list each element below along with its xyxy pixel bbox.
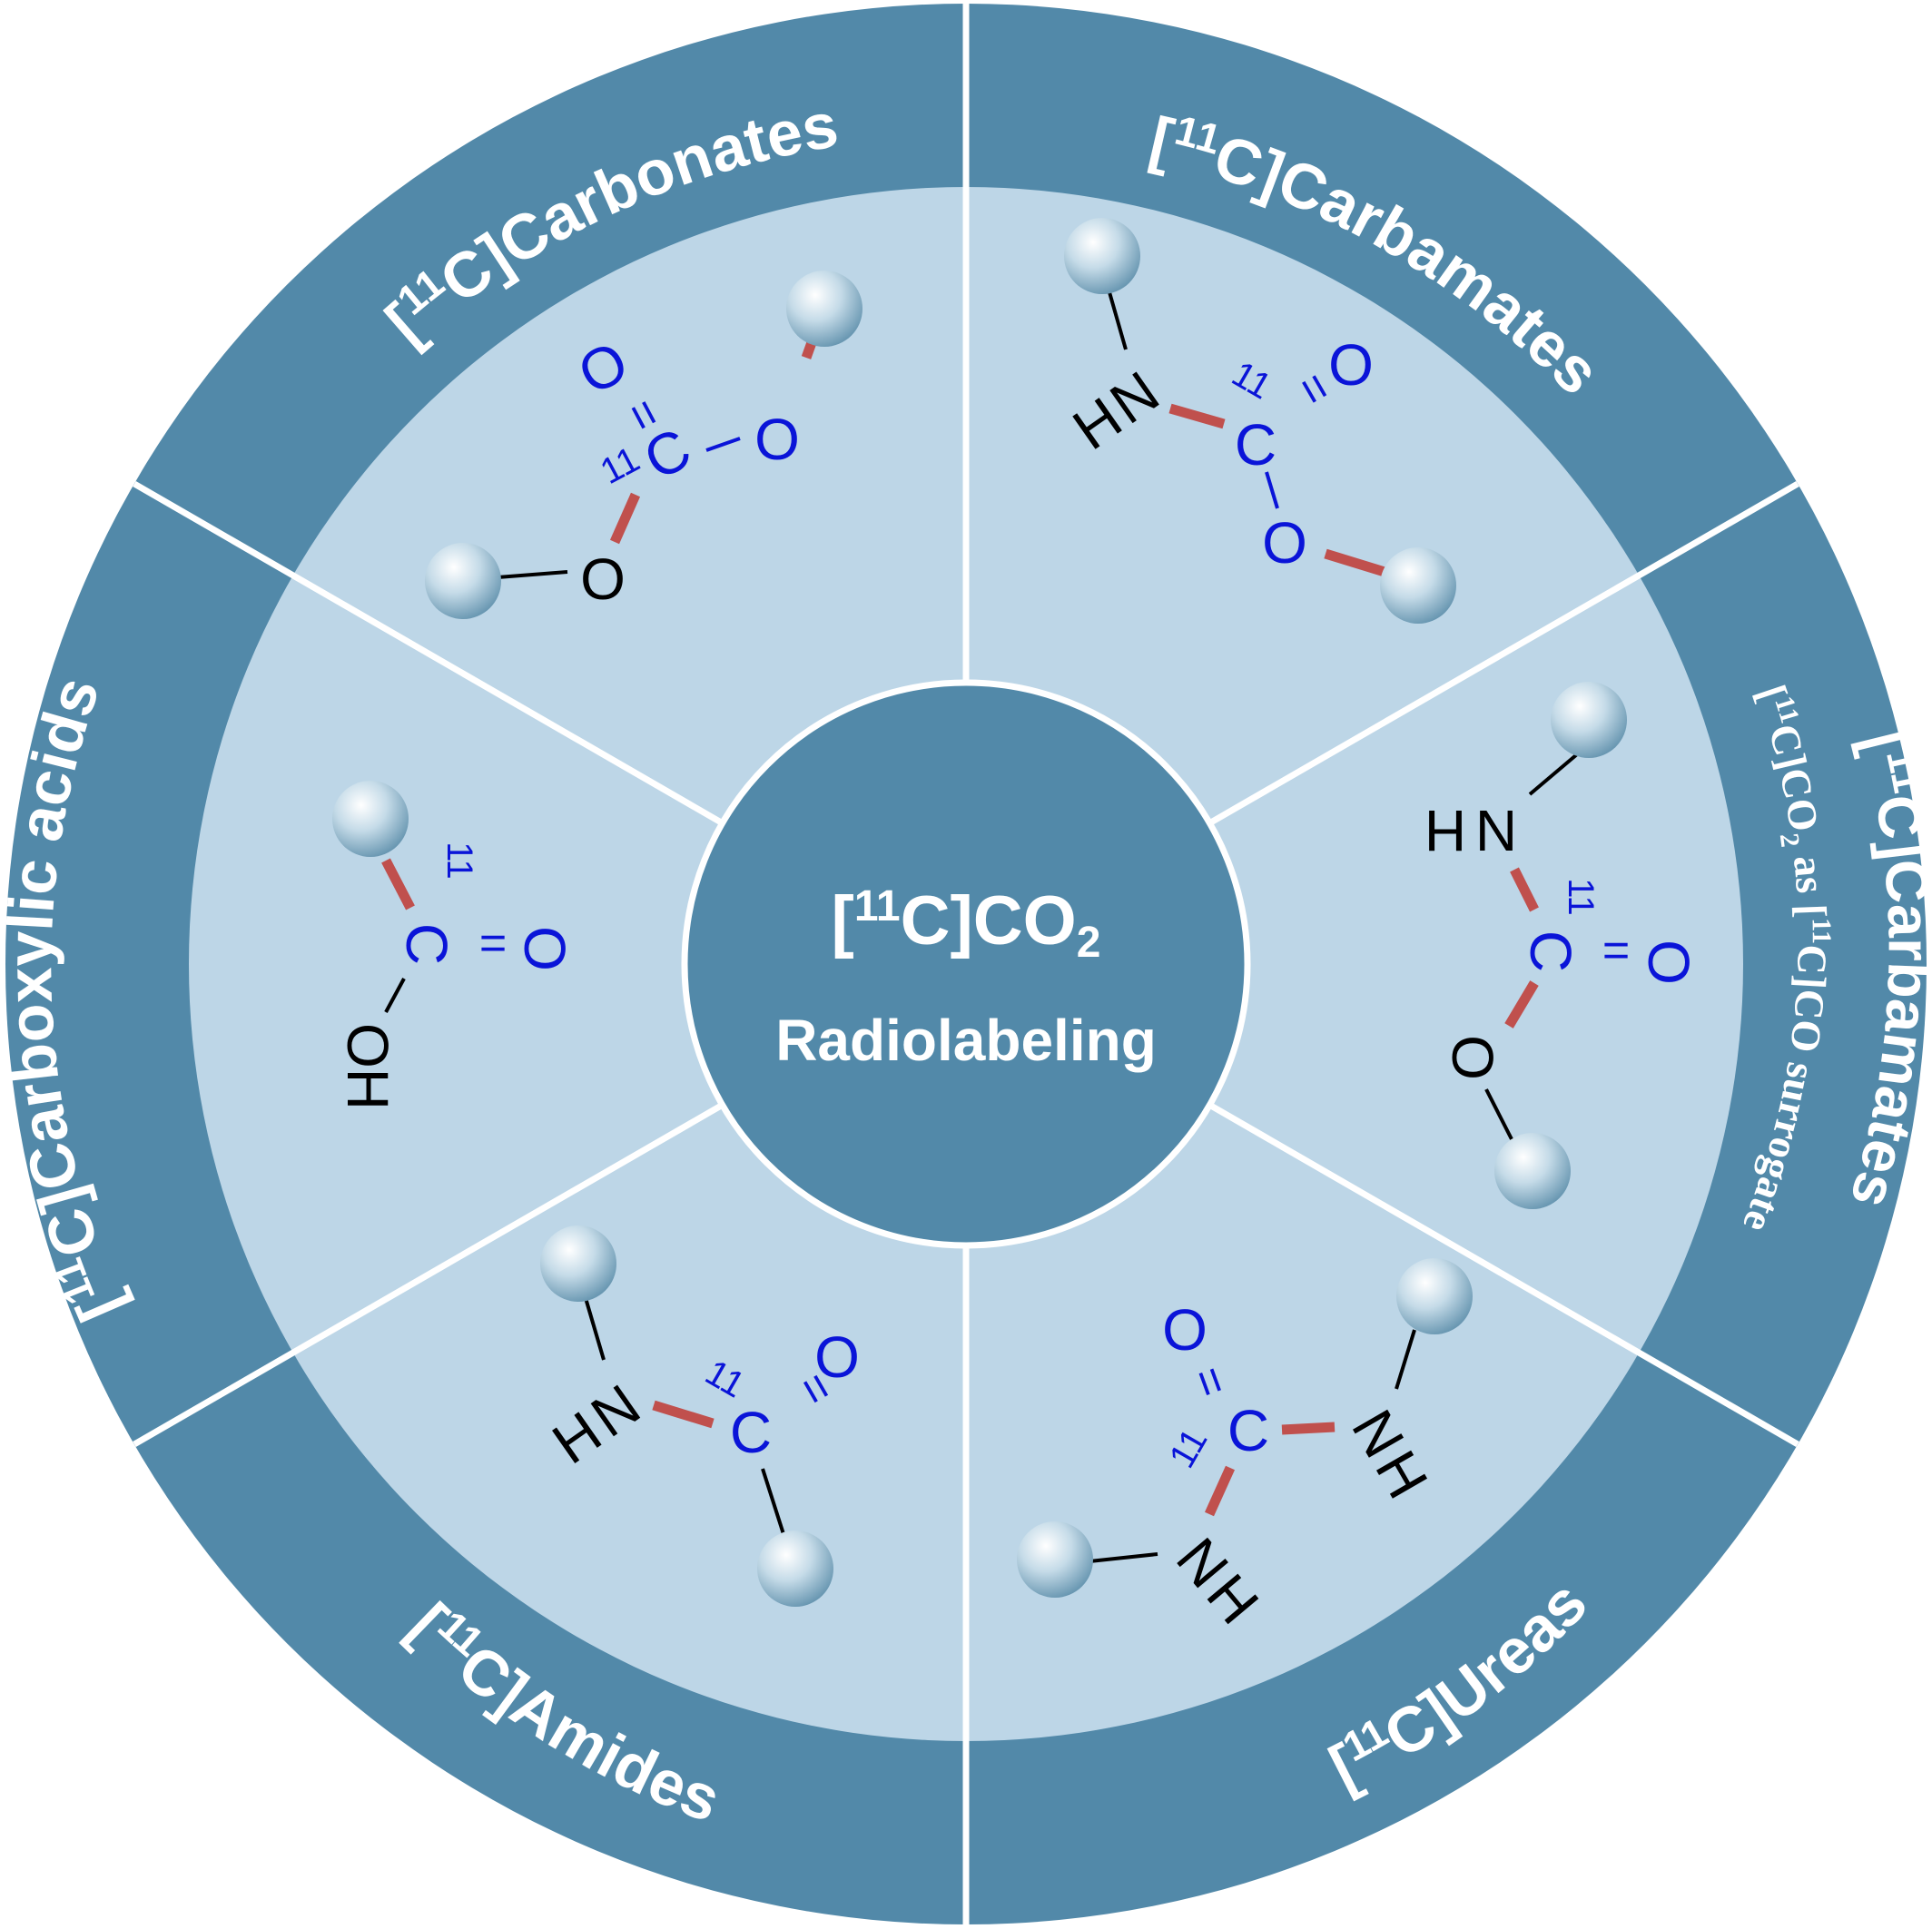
nitrogen-label: N bbox=[1475, 798, 1517, 863]
bond bbox=[384, 978, 406, 1013]
bond bbox=[584, 1297, 606, 1361]
labeled-bond bbox=[652, 1400, 715, 1429]
carboxylic-acid-structure: 11 C = O OH bbox=[332, 781, 577, 1110]
carbon-label: C bbox=[1518, 930, 1583, 972]
labeled-bond bbox=[1510, 867, 1539, 912]
carbon-label: C bbox=[1227, 1398, 1269, 1463]
isotope-label: 11 bbox=[439, 841, 479, 880]
bond bbox=[1089, 1552, 1158, 1563]
carbonyl-oxygen-label: O bbox=[1328, 332, 1374, 398]
labeled-bond bbox=[381, 858, 415, 910]
hydrogen-label: H bbox=[1424, 798, 1466, 863]
labeled-bond bbox=[1204, 1465, 1236, 1517]
carbamate-co-structure: N H 11 C = O O bbox=[1424, 682, 1701, 1209]
bond bbox=[705, 437, 741, 452]
ester-oxygen-label: O bbox=[754, 407, 800, 472]
substituent-sphere bbox=[425, 543, 501, 619]
bond bbox=[1265, 471, 1279, 509]
bond bbox=[1395, 1329, 1416, 1390]
carbonyl-oxygen-label: O bbox=[1636, 940, 1701, 985]
isotope-label: 11 bbox=[1561, 878, 1601, 916]
substituent-sphere bbox=[1396, 1258, 1473, 1334]
carbonyl-oxygen-label: O bbox=[814, 1324, 860, 1390]
substituent-sphere bbox=[1551, 682, 1627, 758]
divider-lower-left bbox=[133, 1101, 724, 1448]
ester-oxygen-label: O bbox=[1262, 510, 1307, 576]
double-bond: = bbox=[1602, 924, 1630, 977]
carbon-label: C bbox=[730, 1400, 772, 1465]
substituent-sphere bbox=[1064, 218, 1140, 294]
substituent-sphere bbox=[757, 1530, 833, 1607]
carbon-label: C bbox=[1235, 412, 1276, 477]
labeled-bond bbox=[609, 492, 641, 545]
ester-oxygen-label: O bbox=[580, 546, 626, 612]
double-bond: = bbox=[479, 917, 507, 969]
labeled-bond bbox=[1324, 548, 1386, 577]
labeled-bond bbox=[1281, 1422, 1336, 1435]
labeled-bond bbox=[1168, 403, 1226, 429]
segment-dividers bbox=[133, 4, 1799, 1925]
substituent-sphere bbox=[1380, 547, 1456, 624]
center-subtitle: Radiolabeling bbox=[775, 1008, 1157, 1073]
labeled-bond bbox=[1504, 980, 1539, 1028]
divider-lower-right bbox=[1208, 1101, 1799, 1448]
divider-upper-left bbox=[133, 480, 724, 827]
carbon-label: C bbox=[394, 923, 459, 965]
ester-oxygen-label: O bbox=[1440, 1035, 1505, 1080]
divider-upper-right bbox=[1208, 480, 1799, 827]
substituent-sphere bbox=[786, 271, 862, 347]
carbonyl-oxygen-label: O bbox=[1162, 1297, 1208, 1363]
bond bbox=[1484, 1088, 1513, 1140]
bond bbox=[1108, 291, 1128, 350]
bond bbox=[761, 1468, 785, 1535]
bond bbox=[497, 570, 568, 579]
hydroxyl-label: OH bbox=[335, 1023, 400, 1110]
substituent-sphere bbox=[1494, 1133, 1571, 1209]
substituent-sphere bbox=[332, 781, 409, 857]
substituent-sphere bbox=[540, 1225, 616, 1302]
substituent-sphere bbox=[1017, 1521, 1093, 1598]
center-hub bbox=[681, 679, 1251, 1249]
carbonyl-oxygen-label: O bbox=[512, 926, 577, 971]
